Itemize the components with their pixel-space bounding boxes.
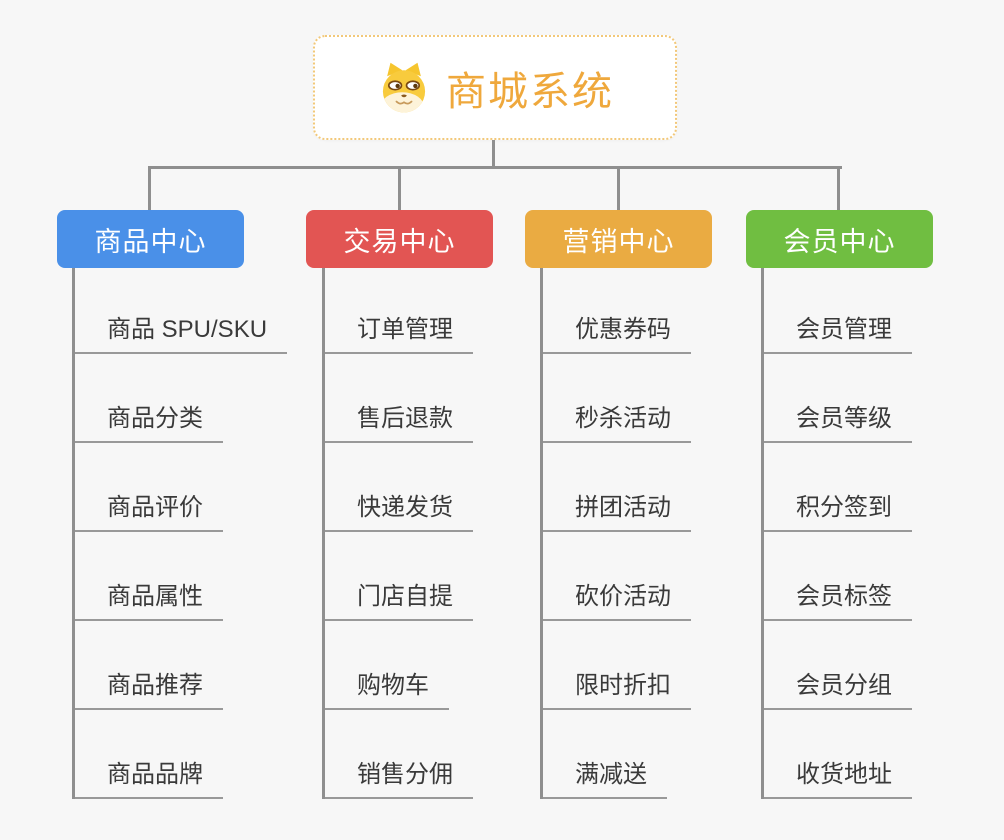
mindmap-item[interactable]: 积分签到 — [764, 493, 912, 532]
mindmap-item[interactable]: 商品推荐 — [75, 671, 223, 710]
connector-stub-marketing — [617, 166, 620, 210]
mindmap-item[interactable]: 拼团活动 — [543, 493, 691, 532]
branch-header-trade-center[interactable]: 交易中心 — [306, 210, 493, 268]
connector-stub-product — [148, 166, 151, 210]
shiba-dog-icon — [376, 61, 432, 115]
mindmap-item[interactable]: 商品属性 — [75, 582, 223, 621]
mindmap-item[interactable]: 限时折扣 — [543, 671, 691, 710]
branch-items-marketing-center: 优惠券码秒杀活动拼团活动砍价活动限时折扣满减送 — [540, 268, 691, 799]
connector-stub-member — [837, 166, 840, 210]
mindmap-item[interactable]: 会员分组 — [764, 671, 912, 710]
mindmap-item[interactable]: 商品品牌 — [75, 760, 223, 799]
branch-header-marketing-center[interactable]: 营销中心 — [525, 210, 712, 268]
branch-header-product-center[interactable]: 商品中心 — [57, 210, 244, 268]
root-node[interactable]: 商城系统 — [313, 35, 677, 140]
mindmap-item[interactable]: 商品评价 — [75, 493, 223, 532]
mindmap-item[interactable]: 秒杀活动 — [543, 404, 691, 443]
root-title: 商城系统 — [446, 69, 614, 114]
connector-horizontal-rail — [148, 166, 842, 169]
mindmap-item[interactable]: 订单管理 — [325, 315, 473, 354]
mindmap-item[interactable]: 售后退款 — [325, 404, 473, 443]
mindmap-item[interactable]: 收货地址 — [764, 760, 912, 799]
mindmap-item[interactable]: 快递发货 — [325, 493, 473, 532]
mindmap-item[interactable]: 会员管理 — [764, 315, 912, 354]
mindmap-item[interactable]: 会员等级 — [764, 404, 912, 443]
branch-header-member-center[interactable]: 会员中心 — [746, 210, 933, 268]
branch-items-member-center: 会员管理会员等级积分签到会员标签会员分组收货地址 — [761, 268, 912, 799]
mindmap-item[interactable]: 优惠券码 — [543, 315, 691, 354]
mindmap-item[interactable]: 商品分类 — [75, 404, 223, 443]
branch-items-product-center: 商品 SPU/SKU 商品分类商品评价商品属性商品推荐商品品牌 — [72, 268, 288, 799]
mindmap-item[interactable]: 商品 SPU/SKU — [75, 315, 288, 354]
mindmap-item[interactable]: 砍价活动 — [543, 582, 691, 621]
branch-items-trade-center: 订单管理售后退款快递发货门店自提购物车销售分佣 — [322, 268, 473, 799]
mindmap-item[interactable]: 会员标签 — [764, 582, 912, 621]
mindmap-item[interactable]: 购物车 — [325, 671, 449, 710]
connector-root-vertical — [492, 140, 495, 167]
mindmap-item[interactable]: 满减送 — [543, 760, 667, 799]
connector-stub-trade — [398, 166, 401, 210]
mindmap-item[interactable]: 销售分佣 — [325, 760, 473, 799]
mindmap-item[interactable]: 门店自提 — [325, 582, 473, 621]
